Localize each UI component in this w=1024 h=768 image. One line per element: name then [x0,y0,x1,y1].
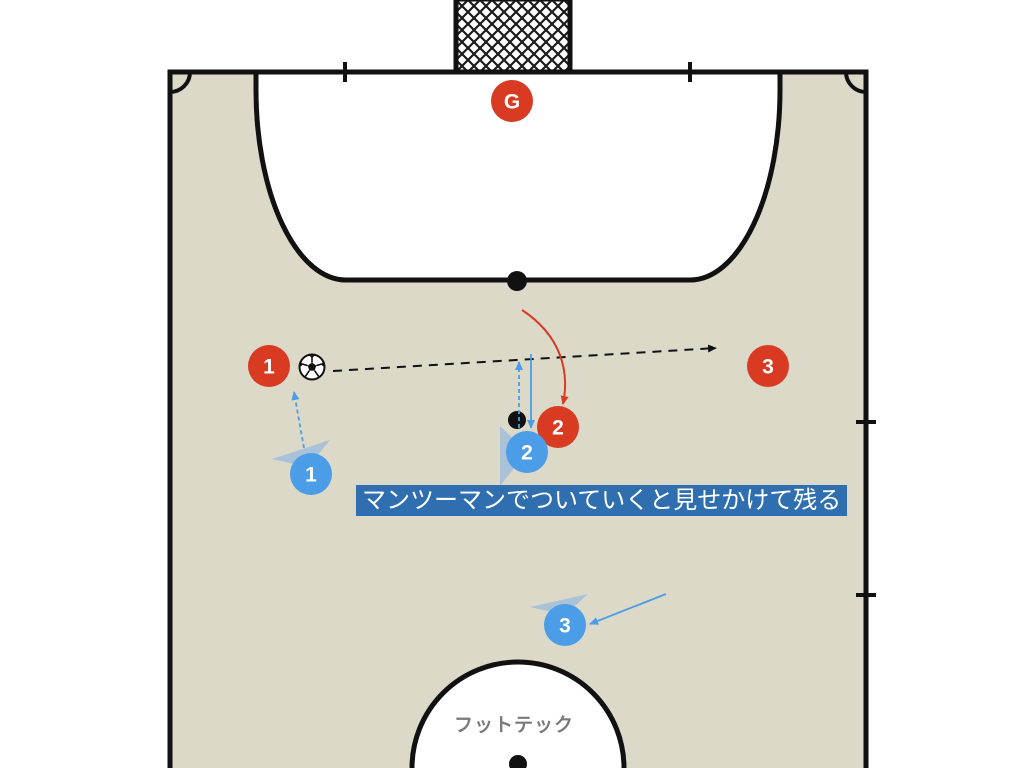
attacker-2-label: 2 [552,417,564,440]
defender-2-label: 2 [521,442,533,465]
movement-arrow-icon [291,391,305,449]
second-penalty-mark [508,411,526,429]
defender-1: 1 [290,453,332,495]
defender-3-label: 3 [559,615,571,638]
watermark-logo-text: フットテック [454,714,575,736]
center-circle [409,659,627,768]
attacker-goalkeeper: G [491,80,533,122]
defender-3-view-wedge [530,594,588,615]
center-spot [509,755,527,768]
attacker-3-label: 3 [762,356,774,379]
attacker-2: 2 [537,406,579,448]
attacker-1: 1 [248,345,290,387]
defender-1-label: 1 [305,464,317,487]
penalty-area [253,69,783,283]
defender-1-view-wedge [272,440,330,467]
defender-2: 2 [506,431,548,473]
soccer-ball-icon [298,353,326,381]
tactic-caption: マンツーマンでついていくと見せかけて残る [356,485,848,516]
penalty-spot [507,271,527,291]
defender-3-movement-arrow [589,593,667,625]
goal-net-icon [453,0,573,74]
attacker-goalkeeper-label: G [504,91,520,114]
attacker-3: 3 [747,345,789,387]
defender-3: 3 [544,604,586,646]
attacker-1-label: 1 [263,356,275,379]
corner-arc-right [844,71,867,94]
corner-arc-left [169,71,192,94]
run-arrow-icon [521,309,569,405]
